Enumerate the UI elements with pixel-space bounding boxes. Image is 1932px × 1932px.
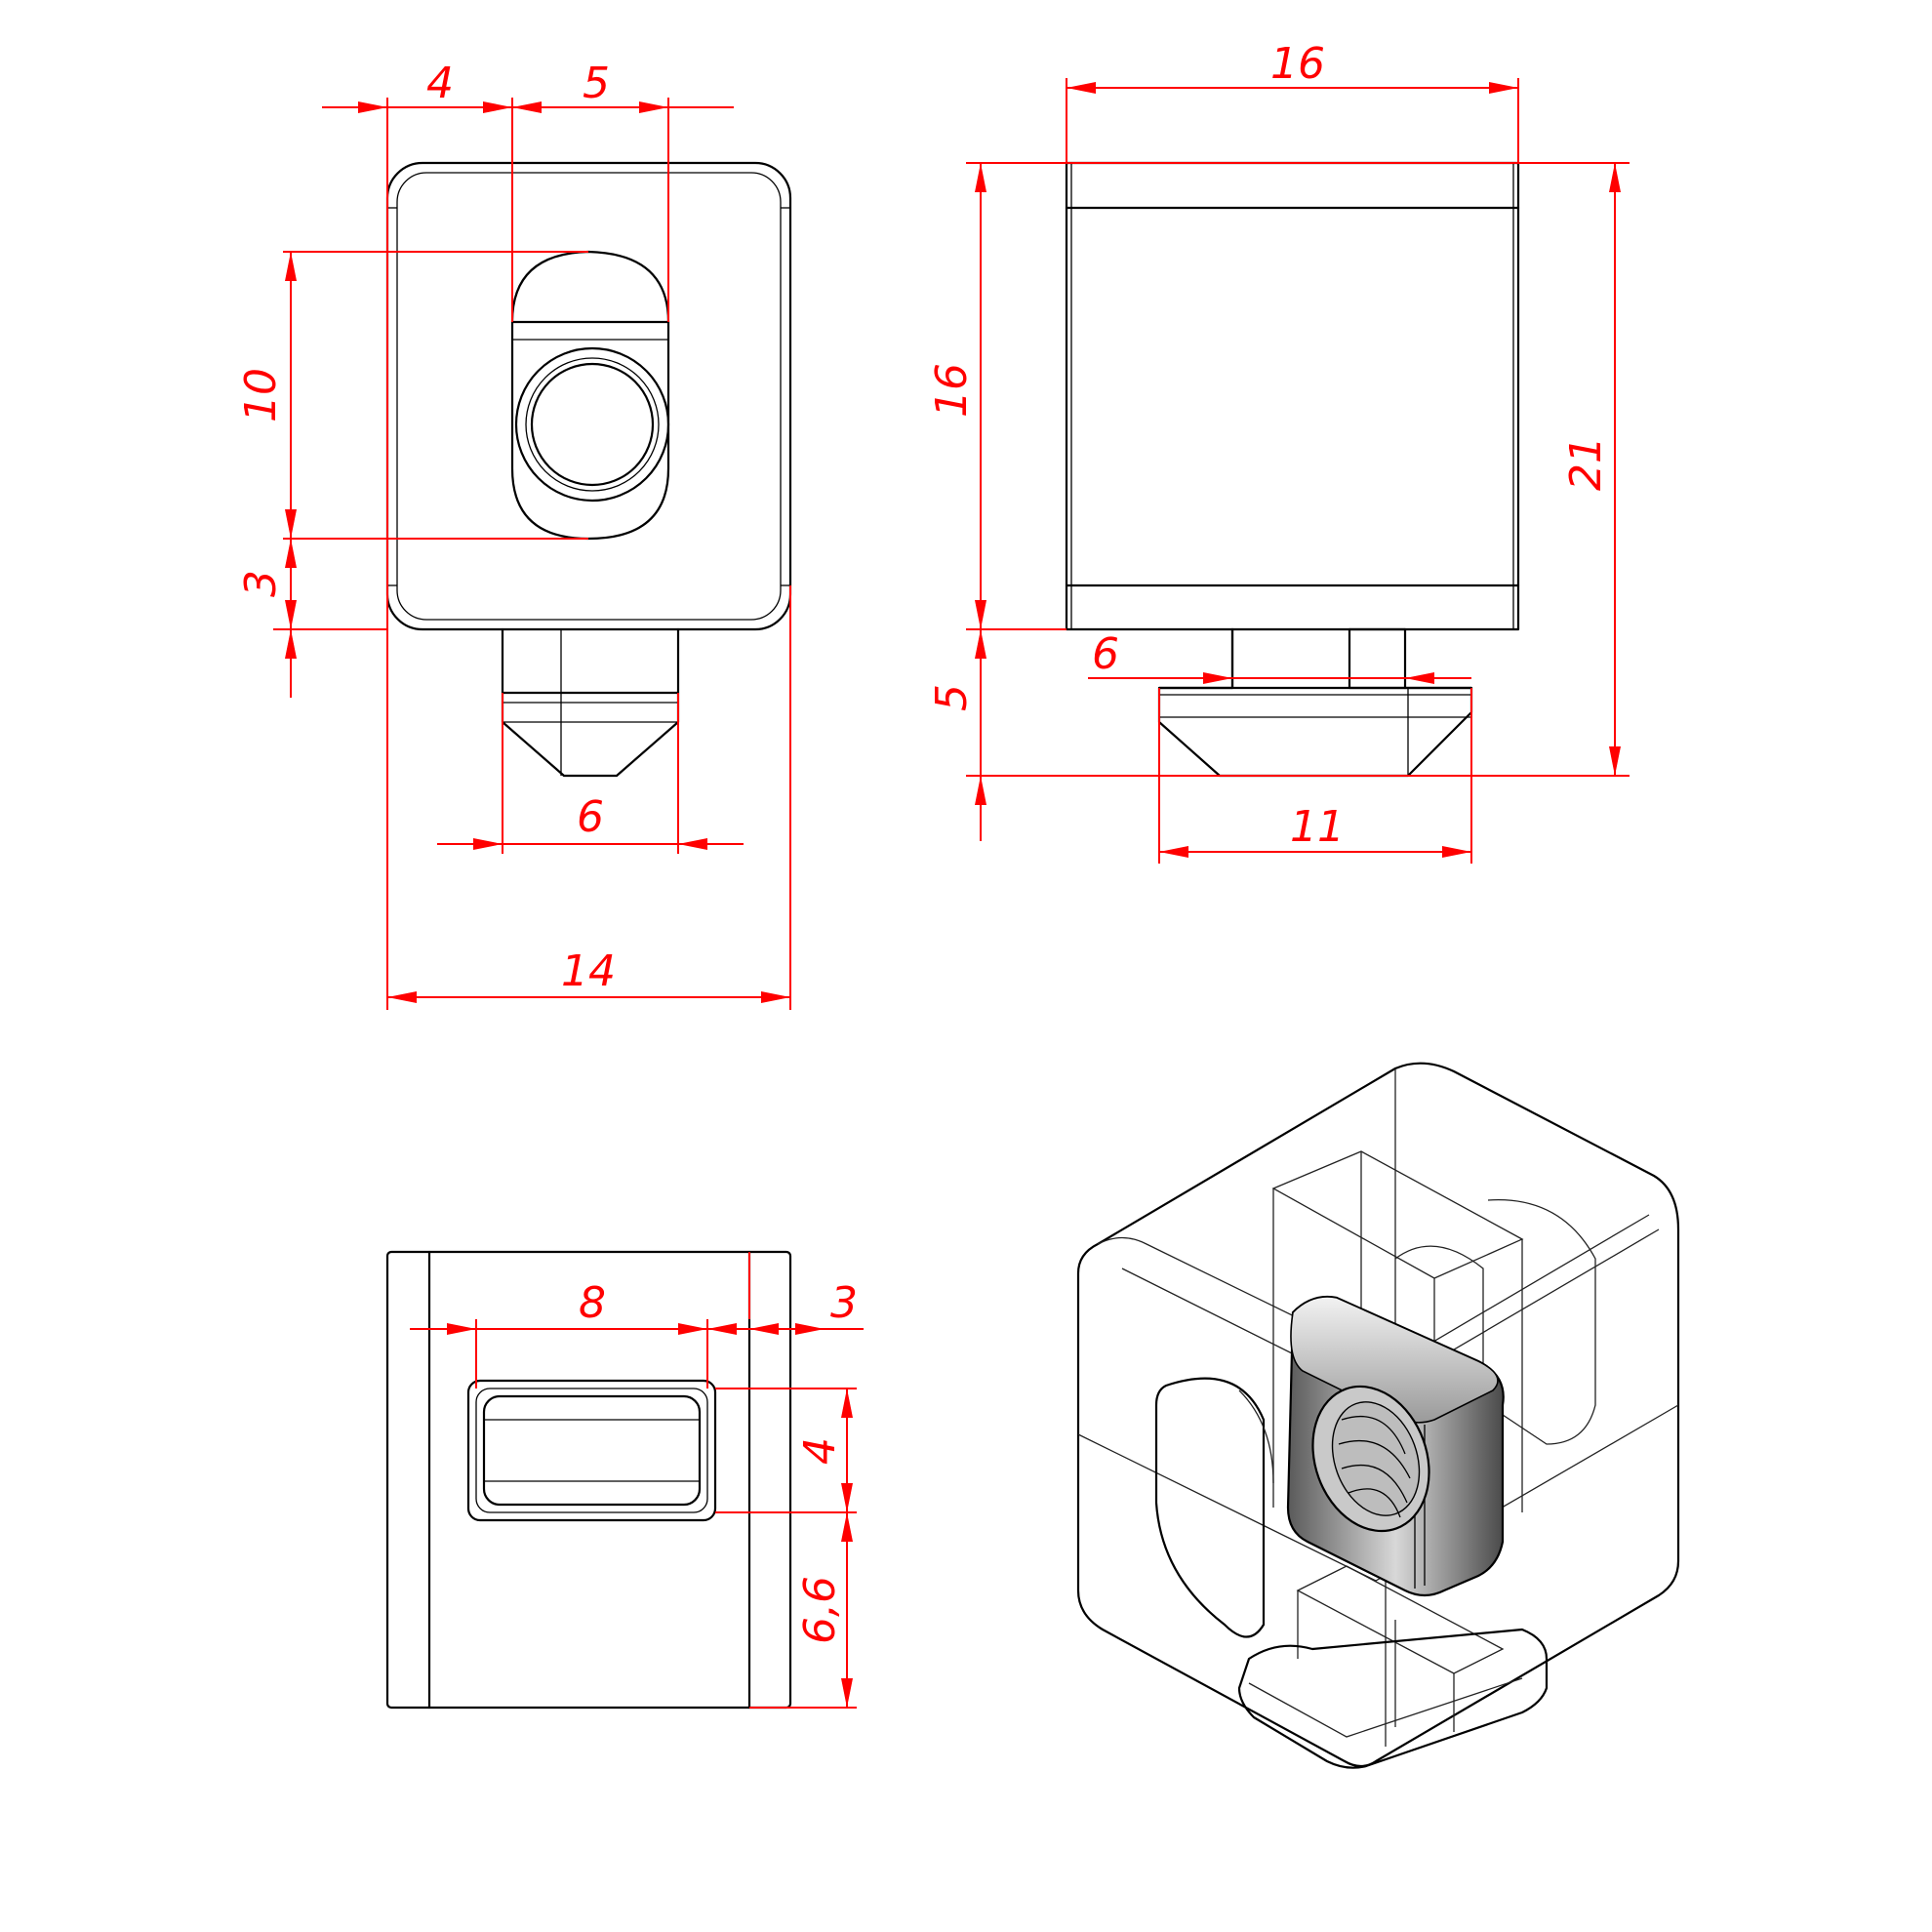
bottom-dim-label-8: 8 (579, 1278, 606, 1328)
bottom-view-outline (385, 1250, 792, 1710)
side-view-outline (1065, 161, 1520, 778)
bottom-view-dimensions: 8 3 4 6,6 (410, 1252, 864, 1709)
side-dim-label-21: 21 (1561, 436, 1611, 491)
front-dim-label-3: 3 (236, 570, 286, 597)
dim-bottom-4: 4 (795, 1389, 853, 1512)
dim-bottom-8: 8 (410, 1278, 707, 1335)
dim-bottom-3: 3 (707, 1278, 864, 1335)
front-dim-label-6: 6 (577, 792, 604, 842)
front-view-dimensions: 4 5 10 3 6 (236, 59, 791, 1010)
dim-bottom-6-6: 6,6 (795, 1512, 853, 1708)
dim-front-4: 4 5 (322, 59, 734, 113)
front-dim-label-4: 4 (426, 59, 454, 108)
side-dim-label-16-height: 16 (927, 363, 977, 418)
dim-front-14: 14 (387, 946, 790, 1003)
front-dim-label-10: 10 (236, 368, 286, 423)
side-dim-label-6: 6 (1092, 629, 1119, 679)
bottom-view: 8 3 4 6,6 (385, 1250, 864, 1710)
dim-side-16-width: 16 (1067, 39, 1518, 94)
dim-front-10: 10 (236, 252, 297, 539)
front-view-outline (385, 161, 792, 778)
front-dim-label-5: 5 (583, 59, 610, 108)
side-dim-label-11: 11 (1290, 802, 1345, 852)
dim-side-5: 5 (927, 629, 986, 841)
dim-side-11: 11 (1159, 802, 1471, 858)
dim-side-21: 21 (1561, 163, 1621, 776)
bottom-dim-label-6-6: 6,6 (795, 1576, 845, 1644)
dim-side-6: 6 (1088, 629, 1471, 684)
bottom-dim-label-4: 4 (795, 1437, 845, 1465)
side-view-dimensions: 16 16 5 21 (927, 39, 1630, 864)
isometric-part-icon (1076, 1062, 1680, 1769)
dim-side-16-height: 16 (927, 163, 986, 629)
side-view: 16 16 5 21 (927, 39, 1630, 864)
front-dim-label-14: 14 (561, 946, 616, 996)
dim-front-3: 3 (236, 539, 297, 698)
side-dim-label-5: 5 (927, 684, 977, 711)
dim-front-6: 6 (437, 792, 744, 850)
front-view: 4 5 10 3 6 (236, 59, 792, 1010)
bottom-dim-label-3: 3 (830, 1278, 858, 1328)
side-dim-label-16-width: 16 (1270, 39, 1325, 89)
